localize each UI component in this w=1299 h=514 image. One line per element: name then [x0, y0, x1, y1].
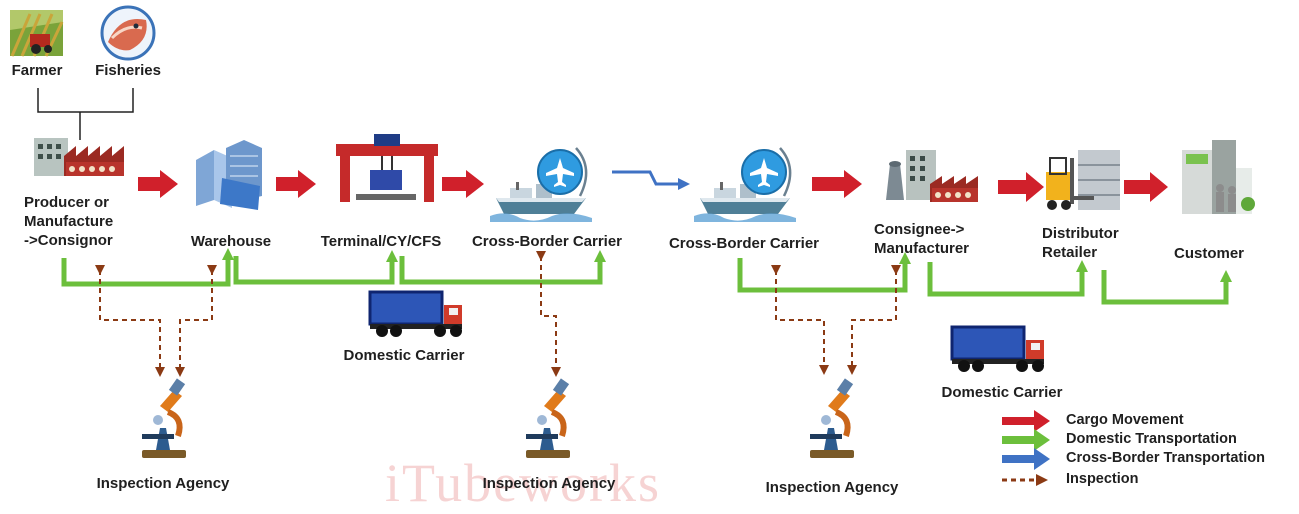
producer-label: Producer or Manufacture ->Consignor	[24, 194, 114, 249]
factory-icon	[34, 138, 124, 176]
legend-cross-border-swatch	[1002, 448, 1050, 470]
distributor-label: Distributor Retailer	[1042, 225, 1119, 261]
cross-border-carrier-out-label: Cross-Border Carrier	[471, 233, 623, 250]
truck-icon	[368, 290, 464, 339]
building-icon	[196, 140, 262, 210]
legend-cargo-label: Cargo Movement	[1066, 412, 1184, 428]
legend-cross-border-label: Cross-Border Transportation	[1066, 450, 1265, 466]
office-people-icon	[1182, 140, 1255, 214]
inspection-agency-label: Inspection Agency	[96, 475, 230, 492]
domestic-carrier-label: Domestic Carrier	[941, 384, 1063, 401]
forklift-icon	[1046, 150, 1120, 210]
legend	[1002, 410, 1050, 486]
cross-border-arrow	[612, 170, 690, 190]
domestic-carrier-label: Domestic Carrier	[343, 347, 465, 364]
microscope-icon	[526, 378, 570, 458]
inspection-agency-label: Inspection Agency	[765, 479, 899, 496]
gantry-crane-icon	[336, 134, 438, 202]
inspection-paths	[95, 251, 901, 377]
legend-domestic-swatch	[1002, 429, 1050, 451]
legend-domestic-label: Domestic Transportation	[1066, 431, 1237, 447]
fisheries-label: Fisheries	[95, 62, 161, 79]
consignee-label: Consignee-> Manufacturer	[874, 221, 970, 257]
industrial-plant-icon	[886, 150, 978, 202]
legend-inspection-label: Inspection	[1066, 471, 1139, 487]
microscope-icon	[810, 378, 854, 458]
fish-icon	[100, 5, 156, 61]
customer-label: Customer	[1173, 245, 1245, 262]
inspection-agency-label: Inspection Agency	[482, 475, 616, 492]
ship-plane-icon	[488, 146, 594, 224]
legend-inspection-swatch	[1002, 474, 1048, 486]
truck-icon	[950, 325, 1046, 374]
supply-chain-diagram	[10, 5, 1255, 486]
source-connector	[37, 88, 134, 140]
cross-border-carrier-in-label: Cross-Border Carrier	[668, 235, 820, 252]
cargo-movement-arrows	[138, 170, 1168, 202]
farm-field-icon	[10, 10, 64, 57]
warehouse-label: Warehouse	[190, 233, 272, 250]
farmer-label: Farmer	[11, 62, 63, 79]
ship-plane-icon	[692, 146, 798, 224]
legend-cargo-swatch	[1002, 410, 1050, 432]
microscope-icon	[142, 378, 186, 458]
terminal-label: Terminal/CY/CFS	[320, 233, 442, 250]
